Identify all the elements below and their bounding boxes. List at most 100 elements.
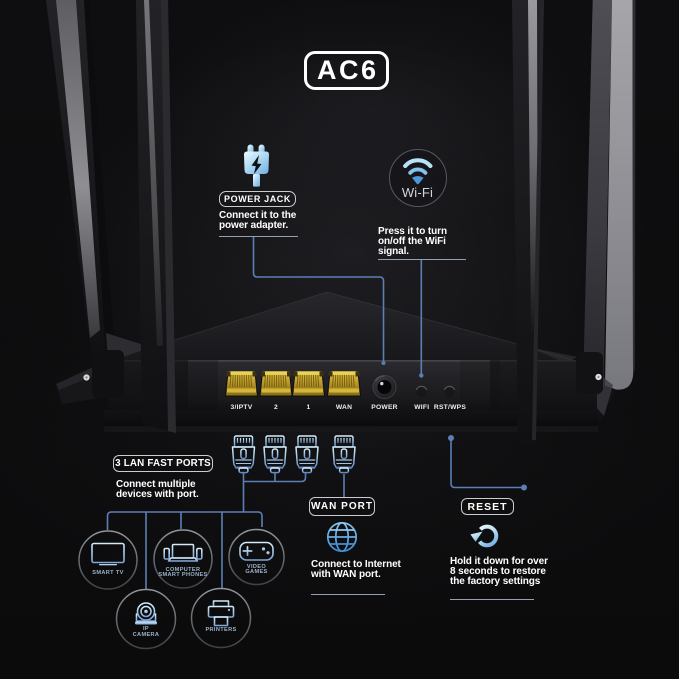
lightning-bolt-icon	[251, 155, 262, 175]
panel-top-edge	[108, 360, 597, 362]
wifi-description-underline	[378, 258, 466, 260]
wifi-line-desc-line-2: signal.	[378, 245, 409, 257]
smart-tv-icon	[91, 542, 125, 566]
port-label-wan: WAN	[335, 404, 353, 411]
callout-lines	[106, 237, 524, 589]
wan-line-desc-line-1: with WAN port.	[311, 569, 381, 581]
power-jack-line-desc-line-1: power adapter.	[219, 220, 289, 232]
antenna-outer-right	[583, 0, 636, 390]
lan-port-3iptv[interactable]	[225, 371, 258, 397]
wan-description: Connect to Internet with WAN port.	[311, 559, 401, 581]
devices-bracket-line	[106, 511, 263, 589]
wan-description-underline	[311, 594, 385, 596]
computer-label: COMPUTER SMART PHONES	[138, 566, 228, 580]
printers-label-line-0: PRINTERS	[205, 627, 237, 633]
reset-line-desc-line-1: 8 seconds to restore	[450, 565, 546, 577]
reset-title: RESET	[467, 500, 508, 513]
reset-arrow-icon	[470, 524, 499, 548]
video-games-icon	[239, 541, 274, 561]
computer-label-line-0: COMPUTER	[165, 566, 201, 573]
ip-camera-label-line-1: CAMERA	[132, 631, 160, 638]
model-badge: AC6	[304, 51, 389, 90]
power-line-dot	[381, 361, 386, 365]
power-description-underline	[219, 236, 298, 238]
power-jack-title: POWER JACK	[223, 194, 291, 204]
reset-description-underline	[450, 599, 534, 601]
lan-description: Connect multiple devices with port.	[116, 478, 199, 500]
lan-bracket-line	[242, 472, 307, 512]
printers-circle	[190, 587, 252, 649]
wifi-badge-circle: Wi-Fi	[389, 149, 447, 207]
ethernet-plug-icon	[231, 435, 256, 474]
video-games-circle	[228, 528, 285, 586]
reset-line-desc-line-2: the factory settings	[450, 575, 541, 587]
port-label-power: POWER	[371, 404, 398, 411]
computer-label-line-1: SMART PHONES	[158, 572, 208, 579]
video-games-label-line-0: VIDEO	[246, 563, 267, 570]
model-badge-label: AC6	[316, 55, 379, 85]
computer-circle	[153, 529, 213, 589]
lan-ports-title: 3 LAN FAST PORTS	[115, 458, 211, 469]
port-label-2: 2	[274, 404, 278, 411]
power-jack-description: Connect it to the power adapter.	[219, 210, 297, 232]
antenna-inner-left	[136, 0, 176, 433]
wan-line-desc-line-0: Connect to Internet	[311, 559, 401, 570]
reset-line-desc-line-0: Hold it down for over	[450, 555, 548, 567]
power-jack-label-box: POWER JACK	[219, 191, 296, 207]
ip-camera-icon	[135, 602, 157, 625]
ethernet-plug-icon	[263, 435, 287, 474]
lan-line-desc-line-0: Connect multiple	[116, 478, 196, 490]
globe-icon	[326, 521, 358, 553]
device-circles	[78, 528, 285, 650]
reset-line-dot-start	[448, 435, 454, 441]
left-antenna-hinge	[83, 350, 124, 398]
power-plug-icon	[244, 144, 269, 187]
wan-port-title: WAN PORT	[311, 501, 373, 512]
port-label-wifi: WIFI	[414, 404, 430, 411]
printers-icon	[207, 600, 235, 627]
port-label-3iptv: 3/IPTV	[230, 404, 253, 411]
reset-callout-line	[450, 438, 524, 489]
power-callout-line	[252, 237, 385, 362]
lan-port-1[interactable]	[292, 371, 325, 397]
wan-port-label-box: WAN PORT	[309, 497, 375, 516]
wifi-button[interactable]	[415, 385, 428, 397]
computer-smartphones-icon	[163, 543, 203, 562]
wan-port[interactable]	[327, 371, 361, 397]
router-base	[104, 410, 598, 428]
lan-ports-label-box: 3 LAN FAST PORTS	[113, 455, 213, 472]
ethernet-plug-icon-wan	[332, 435, 356, 474]
reset-line-dot-end	[521, 484, 527, 491]
ethernet-plug-icons	[231, 435, 356, 474]
power-jack-line-desc-line-0: Connect it to the	[219, 210, 297, 221]
reset-label-box: RESET	[461, 498, 514, 515]
reset-wps-button[interactable]	[443, 385, 456, 397]
callout-dots	[381, 361, 527, 491]
ip-camera-label: IP CAMERA	[101, 626, 191, 639]
power-jack-socket[interactable]	[372, 375, 397, 399]
wifi-line-desc-line-0: Press it to turn	[378, 225, 447, 237]
wifi-line-dot	[419, 373, 424, 378]
video-games-label-line-1: GAMES	[245, 569, 268, 576]
lan-line-desc-line-1: devices with port.	[116, 488, 199, 500]
smart-tv-label-line-0: SMART TV	[92, 570, 124, 576]
ip-camera-circle	[115, 588, 177, 650]
port-label-rstwps: RST/WPS	[433, 404, 467, 411]
router-ridge-line	[139, 291, 587, 365]
printers-label: PRINTERS	[176, 627, 266, 634]
smart-tv-circle	[78, 530, 138, 590]
reset-description: Hold it down for over 8 seconds to resto…	[450, 555, 548, 588]
wifi-badge-label: Wi-Fi	[401, 185, 434, 200]
floor-line	[104, 426, 598, 432]
router-top-wedge	[112, 292, 561, 361]
ip-camera-label-line-0: IP	[143, 626, 149, 632]
video-games-label: VIDEO GAMES	[212, 563, 302, 577]
smart-tv-label: SMART TV	[63, 570, 153, 577]
ethernet-plug-icon	[295, 435, 319, 474]
right-antenna-hinge	[576, 352, 603, 394]
lan-port-2[interactable]	[259, 371, 293, 397]
wifi-line-desc-line-1: on/off the WiFi	[378, 235, 446, 247]
wifi-description: Press it to turn on/off the WiFi signal.	[378, 225, 447, 258]
